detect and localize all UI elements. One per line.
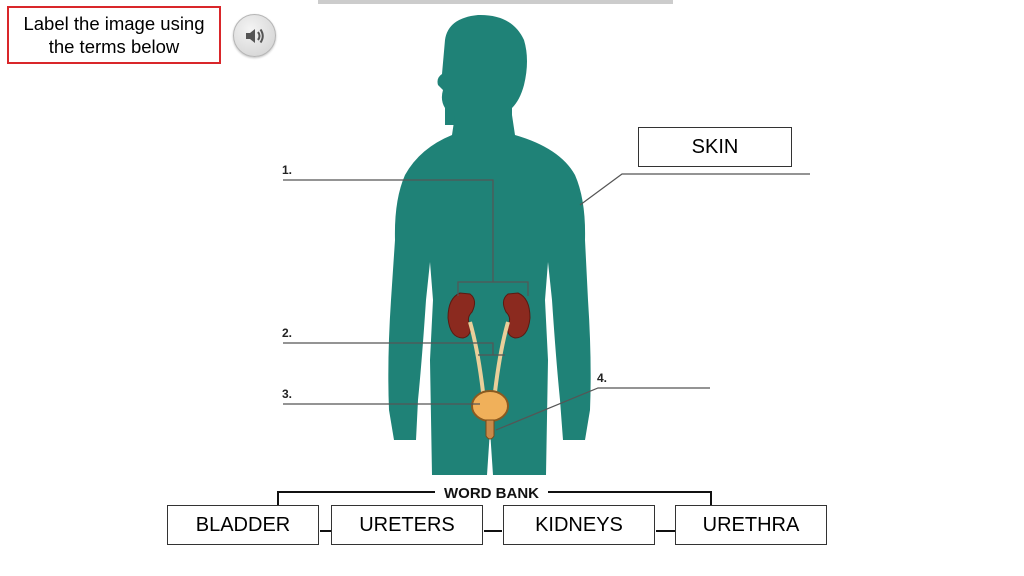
bladder: [471, 390, 509, 422]
word-bladder[interactable]: BLADDER: [167, 505, 319, 545]
body-silhouette: [388, 14, 591, 475]
audio-button[interactable]: [233, 14, 276, 57]
label-2: 2.: [282, 326, 292, 340]
label-3: 3.: [282, 387, 292, 401]
urethra: [485, 419, 495, 440]
word-ureters-text: URETERS: [359, 513, 455, 536]
label-4: 4.: [597, 371, 607, 385]
kidneys: [447, 292, 531, 339]
leader-lines: [283, 173, 810, 431]
word-bank-title: WORD BANK: [444, 485, 539, 502]
cutoff-heading: [318, 0, 673, 4]
word-kidneys[interactable]: KIDNEYS: [503, 505, 655, 545]
word-urethra-text: URETHRA: [702, 513, 800, 536]
ureters: [468, 321, 510, 393]
instruction-box: Label the image using the terms below: [7, 6, 221, 64]
skin-label-text: SKIN: [691, 135, 739, 158]
word-ureters[interactable]: URETERS: [331, 505, 483, 545]
skin-label-box[interactable]: SKIN: [638, 127, 792, 167]
instruction-text: Label the image using the terms below: [23, 13, 205, 57]
word-kidneys-text: KIDNEYS: [535, 513, 623, 536]
word-urethra[interactable]: URETHRA: [675, 505, 827, 545]
speaker-icon: [245, 28, 264, 43]
word-bladder-text: BLADDER: [195, 513, 291, 536]
label-1: 1.: [282, 163, 292, 177]
word-bank-frame: [277, 491, 712, 532]
